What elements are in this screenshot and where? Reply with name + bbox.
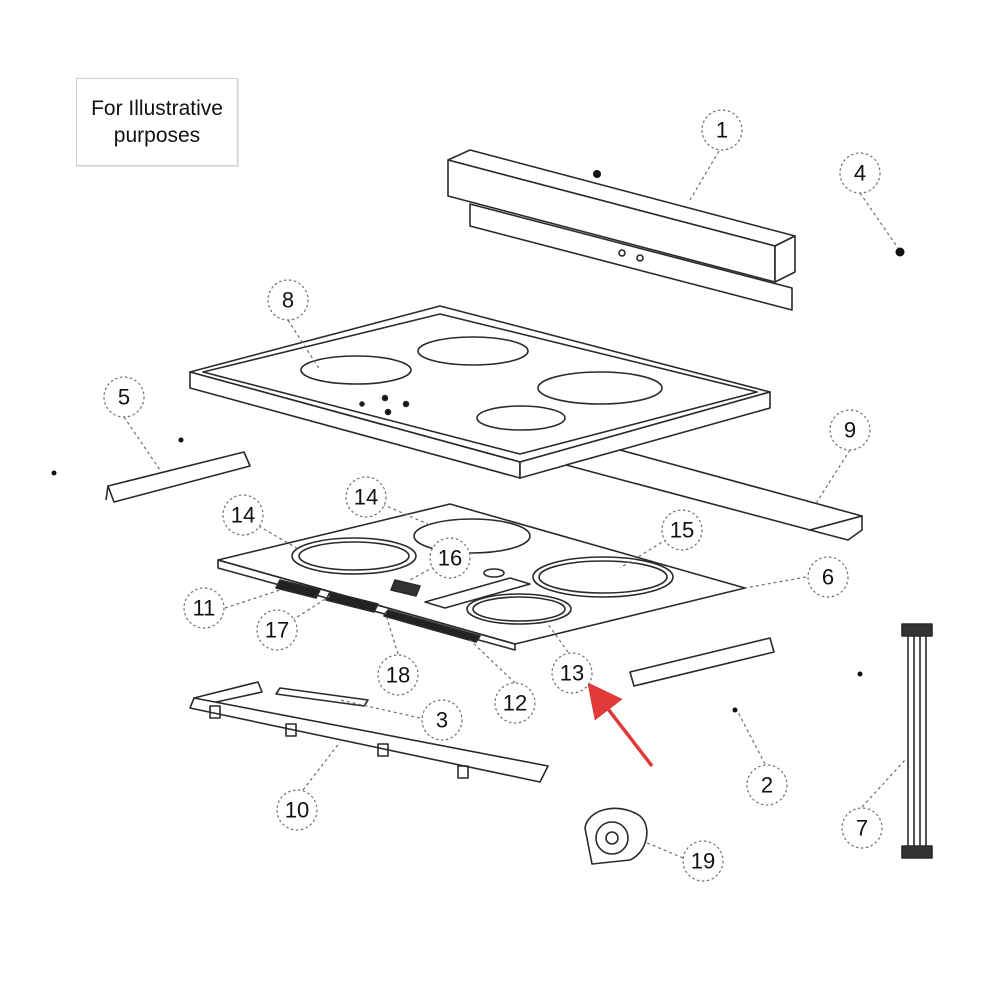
callout-14-left: 14 [231, 503, 255, 528]
part-front-trim [189, 681, 549, 783]
screw-dot [593, 170, 601, 178]
part-control-boards [275, 579, 481, 643]
leader-lines [123, 145, 906, 859]
callout-4: 4 [854, 161, 866, 186]
callout-17: 17 [265, 618, 289, 643]
callout-9: 9 [844, 418, 856, 443]
part-cooling-fan [584, 807, 648, 865]
part-side-rail-left [105, 451, 251, 503]
callout-11: 11 [193, 596, 216, 621]
callout-8: 8 [282, 288, 294, 313]
callout-14-top: 14 [354, 485, 378, 510]
callout-13: 13 [560, 661, 584, 686]
callout-1: 1 [716, 118, 728, 143]
part-rail-right [565, 449, 863, 541]
part-glass-cooktop [189, 305, 771, 479]
callout-12: 12 [503, 691, 527, 716]
part-wire-harness [901, 623, 933, 859]
callout-rings [103, 109, 883, 882]
callout-5: 5 [118, 385, 130, 410]
callout-18: 18 [386, 663, 410, 688]
callout-15: 15 [670, 518, 694, 543]
part-screw-4 [895, 247, 905, 257]
part-backguard [447, 149, 796, 311]
part-burner-pan [217, 503, 746, 651]
illustrative-note: For Illustrative purposes [76, 78, 238, 166]
callout-10: 10 [285, 798, 309, 823]
callout-2: 2 [761, 773, 773, 798]
highlight-pointer-arrow [587, 682, 654, 768]
callout-16: 16 [438, 546, 462, 571]
callout-6: 6 [822, 565, 834, 590]
callout-3: 3 [436, 708, 448, 733]
note-line-1: For Illustrative [91, 97, 223, 120]
callout-7: 7 [856, 816, 868, 841]
callout-19: 19 [691, 849, 715, 874]
note-line-2: purposes [113, 124, 201, 147]
part-side-rail-right [629, 637, 775, 687]
